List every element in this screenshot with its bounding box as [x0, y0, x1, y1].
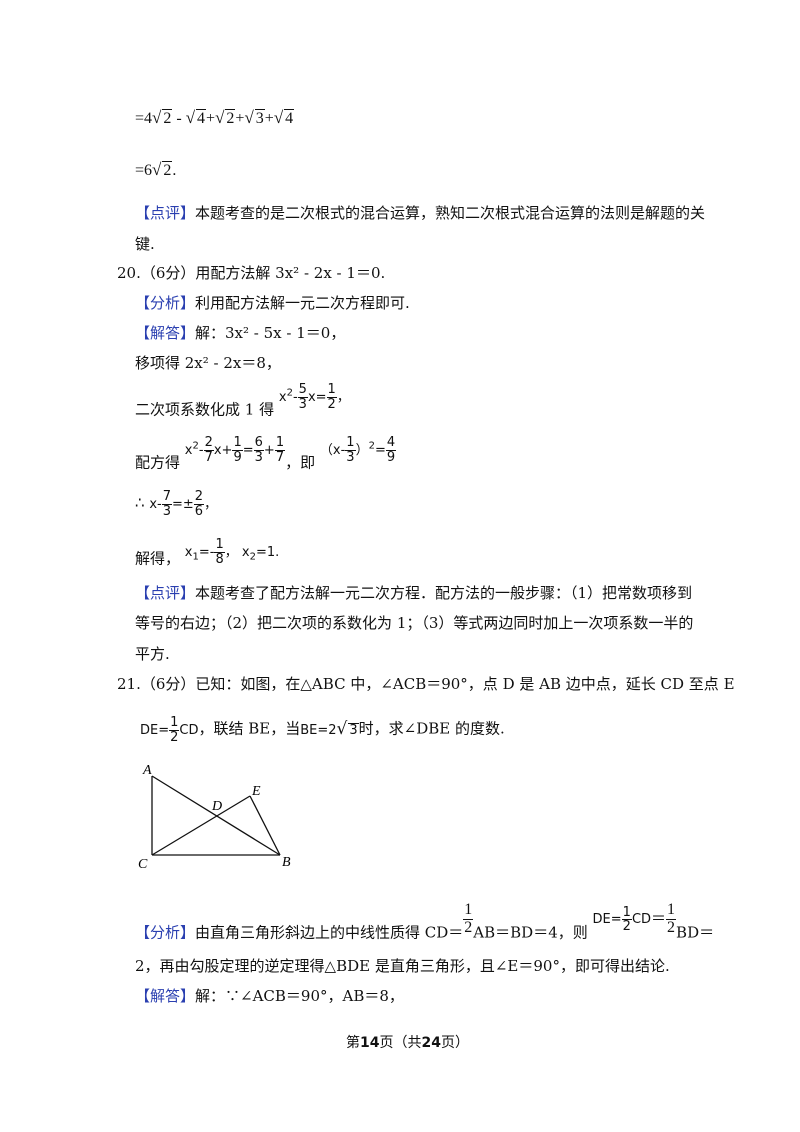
q21-solution: 【解答】解：∵∠ACB＝90°，AB＝8，	[135, 987, 404, 1005]
label-C: C	[138, 857, 148, 872]
q20-comment-line-1: 【点评】本题考查了配方法解一元二次方程．配方法的一般步骤：（1）把常数项移到	[135, 584, 693, 602]
equation-line-2: =6√2.	[135, 160, 177, 179]
q20-step-1: 移项得 2x² - 2x＝8，	[135, 354, 281, 372]
q21-analysis-line-2: 2，再由勾股定理的逆定理得△BDE 是直角三角形，且∠E＝90°，即可得出结论.	[135, 957, 670, 975]
comment-1-line-1: 【点评】本题考查的是二次根式的混合运算，熟知二次根式混合运算的法则是解题的关	[135, 204, 706, 222]
question-20: 20.（6分）用配方法解 3x² - 2x - 1＝0.	[117, 264, 386, 282]
comment-1-line-2: 键.	[135, 235, 155, 253]
label-E: E	[251, 784, 261, 799]
page-footer: 第14页（共24页）	[346, 1035, 469, 1051]
label-D: D	[211, 799, 222, 814]
q20-comment-line-2: 等号的右边；（2）把二次项的系数化为 1；（3）等式两边同时加上一次项系数一半的	[135, 614, 694, 632]
label-B: B	[282, 855, 291, 870]
label-A: A	[142, 763, 152, 778]
q20-solution: 【解答】解：3x² - 5x - 1＝0，	[135, 324, 346, 342]
q20-analysis: 【分析】利用配方法解一元二次方程即可.	[135, 294, 410, 312]
triangle-figure: A B C D E	[138, 763, 291, 872]
q20-comment-line-3: 平方.	[135, 645, 170, 663]
equation-line-1: =4√2 - √4+√2+√3+√4	[135, 108, 295, 127]
question-21: 21.（6分）已知：如图，在△ABC 中，∠ACB＝90°，点 D 是 AB 边…	[117, 675, 735, 693]
edge-EB	[249, 795, 281, 856]
edge-CE	[151, 795, 251, 856]
edge-AB	[151, 775, 281, 856]
